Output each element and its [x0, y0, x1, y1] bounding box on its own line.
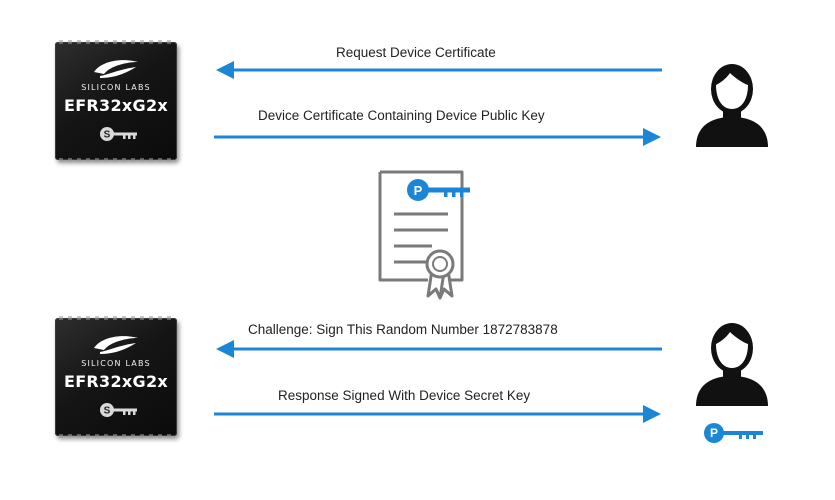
secret-key-letter: S — [104, 406, 111, 417]
message-certificate: Device Certificate Containing Device Pub… — [258, 108, 545, 123]
user-icon — [696, 64, 768, 147]
user-public-key-icon: P — [704, 423, 763, 443]
secret-key-icon: S — [100, 403, 137, 417]
certificate-public-key-letter: P — [414, 183, 423, 198]
message-request: Request Device Certificate — [336, 45, 496, 60]
silicon-labs-logo-icon — [94, 336, 138, 354]
user-icon — [696, 323, 768, 406]
chip-brand: SILICON LABS — [81, 83, 151, 92]
arrow-response — [214, 405, 661, 423]
chip-model: EFR32xG2x — [63, 372, 169, 391]
message-challenge: Challenge: Sign This Random Number 18727… — [248, 322, 558, 337]
chip-device-top: SILICON LABS EFR32xG2x S — [55, 40, 177, 162]
certificate-icon: P — [378, 170, 470, 300]
arrow-request — [216, 61, 662, 79]
arrow-certificate — [214, 128, 661, 146]
secret-key-icon: S — [100, 127, 137, 141]
message-response: Response Signed With Device Secret Key — [278, 388, 531, 403]
chip-model: EFR32xG2x — [63, 96, 169, 115]
arrow-challenge — [216, 340, 662, 358]
secret-key-letter: S — [104, 130, 111, 141]
certificate-public-key-icon: P — [407, 179, 470, 201]
silicon-labs-logo-icon — [94, 60, 138, 78]
user-public-key-letter: P — [710, 426, 718, 440]
chip-device-bottom: SILICON LABS EFR32xG2x S — [55, 316, 177, 438]
chip-brand: SILICON LABS — [81, 359, 151, 368]
seal-icon — [425, 249, 455, 300]
